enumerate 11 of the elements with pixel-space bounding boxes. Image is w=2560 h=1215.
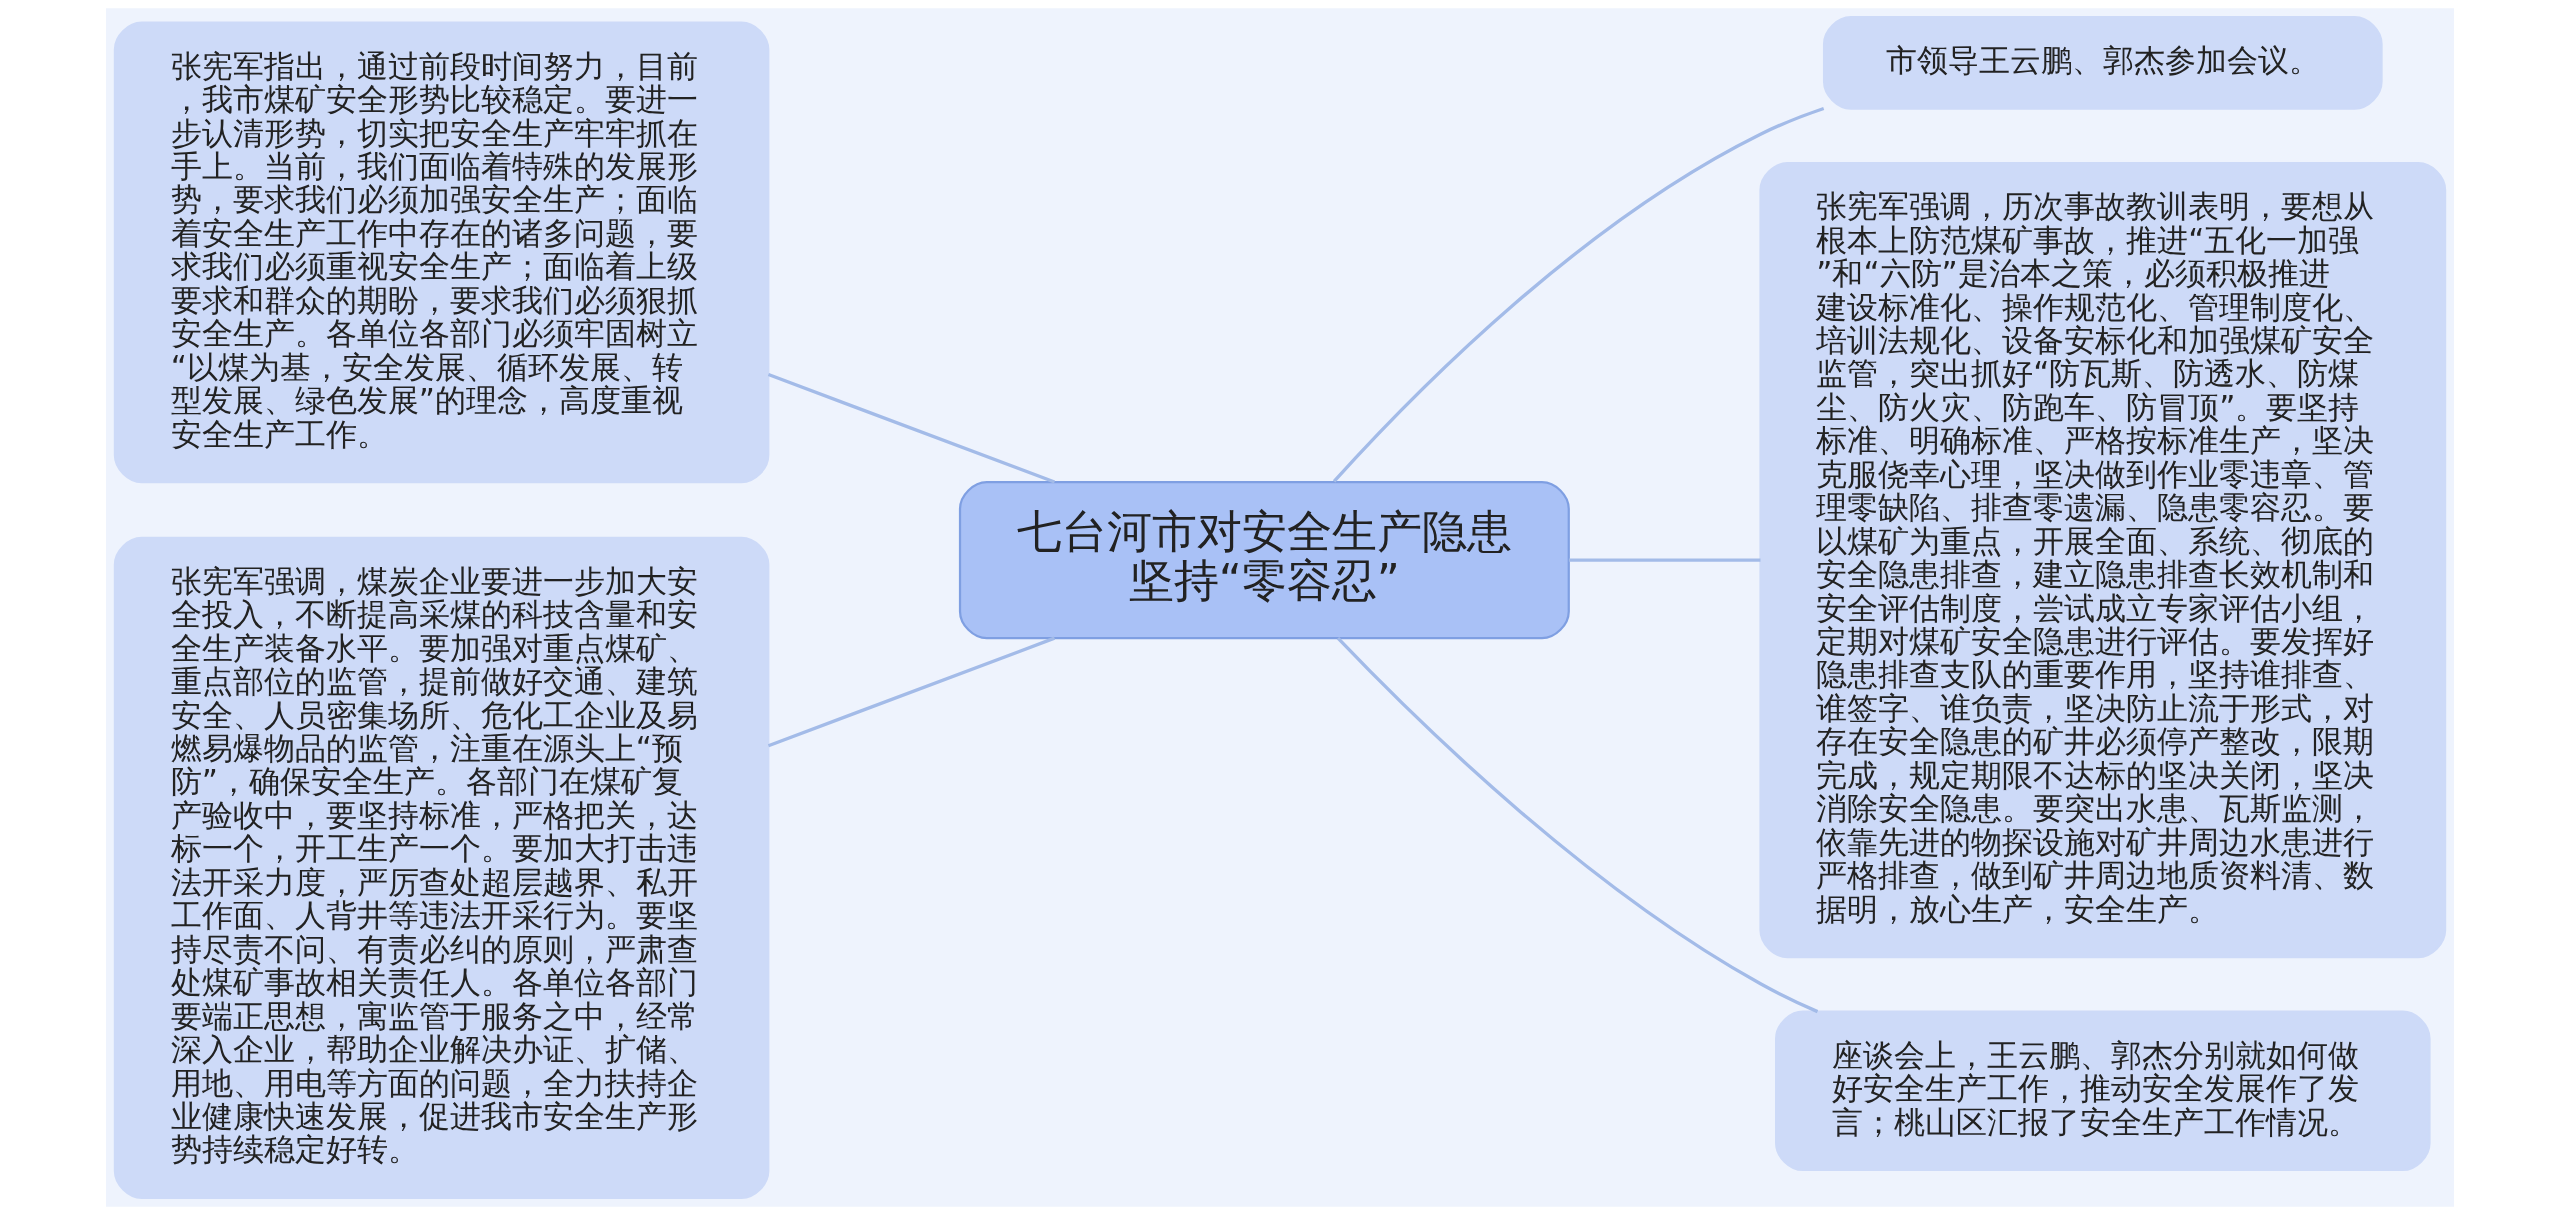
node-box: 张宪军强调，历次事故教训表明，要想从根本上防范煤矿事故，推进“五化一加强”和“六防”是治本之策，必须积极推进建设标准化、操作规范化、管理制度化、培训法规化、设备安标化和加强煤矿安全监管，突出抓好“防瓦斯、防透水、防煤尘、防火灾、防跑车、防冒顶”。要坚持标准、明确标准、严格按标准生产，坚决克服侥幸心理，坚决做到作业零违章、管理零缺陷、排查零遗漏、隐患零容忍。要以煤矿为重点，开展全面、系统、彻底的安全隐患排查，建立隐患排查长效机制和安全评估制度，尝试成立专家评估小组，定期对煤矿安全隐患进行评估。要发挥好隐患排查支队的重要作用，坚持谁排查、谁签字、谁负责，坚决防止流于形式，对存在安全隐患的矿井必须停产整改，限期完成，规定期限不达标的坚决关闭，坚决消除安全隐患。要突出水患、瓦斯监测，依靠先进的物探设施对矿井周边水患进行严格排查，做到矿井周边地质资料清、数据明，放心生产，安全生产。 — [1759, 162, 2447, 959]
connector — [767, 636, 1056, 748]
node-box: 七台河市对安全生产隐患坚持“零容忍” — [958, 480, 1570, 640]
connector — [1336, 637, 1819, 1014]
node-box: 张宪军强调，煤炭企业要进一步加大安全投入，不断提高采煤的科技含量和安全生产装备水平。要加强对重点煤矿、重点部位的监管，提前做好交通、建筑安全、人员密集场所、危化工企业及易燃易爆物品的监管，注重在源头上“预防”，确保安全生产。各部门在煤矿复产验收中，要坚持标准，严格把关，达标一个，开工生产一个。要加大打击违法开采力度，严厉查处超层越界、私开工作面、人背井等违法开采行为。要坚持尽责不问、有责必纠的原则，严肃查处煤矿事故相关责任人。各单位各部门要端正思想，寓监管于服务之中，经常深入企业，帮助企业解决办证、扩储、用地、用电等方面的问题，全力扶持企业健康快速发展，促进我市安全生产形势持续稳定好转。 — [113, 536, 770, 1199]
connector — [1568, 558, 1761, 562]
node-box: 张宪军指出，通过前段时间努力，目前，我市煤矿安全形势比较稳定。要进一步认清形势，切实把安全生产牢牢抓在手上。当前，我们面临着特殊的发展形势，要求我们必须加强安全生产；面临着安全生产工作中存在的诸多问题，要求我们必须重视安全生产；面临着上级要求和群众的期盼，要求我们必须狠抓安全生产。各单位各部门必须牢固树立“以煤为基，安全发展、循环发展、转型发展、绿色发展”的理念，高度重视安全生产工作。 — [113, 21, 770, 484]
connector — [1332, 106, 1825, 483]
connector — [767, 372, 1056, 484]
node-box: 市领导王云鹏、郭杰参加会议。 — [1822, 16, 2383, 110]
node-box: 座谈会上，王云鹏、郭杰分别就如何做好安全生产工作，推动安全发展作了发言；桃山区汇报了安全生产工作情况。 — [1775, 1010, 2431, 1172]
